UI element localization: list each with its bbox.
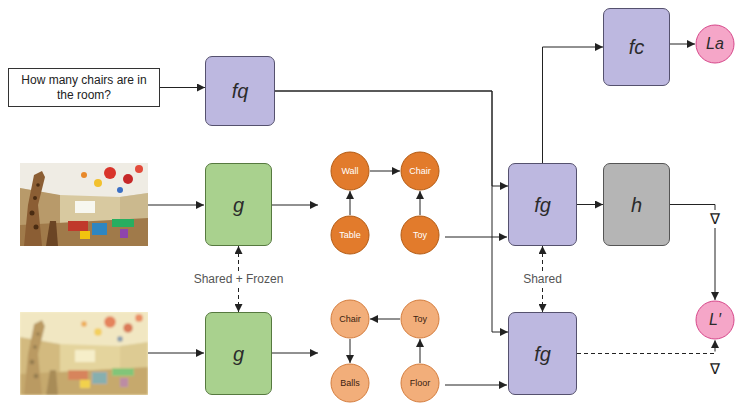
node-label: How many chairs are in the room? bbox=[13, 73, 155, 102]
node-label: fg bbox=[534, 193, 551, 217]
node-label: h bbox=[631, 193, 642, 217]
arrow-connector bbox=[370, 171, 400, 172]
node-label: Balls bbox=[340, 378, 360, 389]
function-box: fg bbox=[508, 312, 577, 395]
graph-node: Floor bbox=[400, 363, 440, 403]
graph-node: Toy bbox=[400, 215, 440, 255]
graph-node: Toy bbox=[400, 299, 440, 339]
node-label: fq bbox=[232, 79, 249, 103]
loss-circle: L′ bbox=[695, 300, 735, 340]
arrow-connector bbox=[670, 44, 695, 45]
arrow-connector bbox=[350, 339, 351, 363]
room-photo-augmented bbox=[20, 312, 148, 395]
graph-node: Chair bbox=[400, 151, 440, 191]
arrow-connector bbox=[420, 339, 421, 363]
illustration-part bbox=[20, 312, 148, 395]
node-label: g bbox=[233, 193, 244, 217]
illustration-part bbox=[148, 205, 204, 206]
edge-label: ∇ bbox=[707, 210, 723, 228]
arrow-connector bbox=[275, 91, 508, 332]
node-label: Wall bbox=[341, 166, 358, 177]
node-label: Chair bbox=[339, 314, 361, 325]
encoder-box: g bbox=[205, 163, 272, 246]
circle-shape bbox=[401, 152, 439, 190]
head-box: h bbox=[603, 163, 670, 246]
circle-shape bbox=[331, 152, 369, 190]
encoder-box: g bbox=[205, 312, 272, 395]
question-box: How many chairs are in the room? bbox=[8, 68, 160, 107]
graph-node: Table bbox=[330, 215, 370, 255]
function-box: fq bbox=[205, 56, 275, 126]
graph-node: Chair bbox=[330, 299, 370, 339]
circle-shape bbox=[401, 300, 439, 338]
node-label: Table bbox=[339, 230, 361, 241]
node-label: Chair bbox=[409, 166, 431, 177]
illustration-part bbox=[20, 312, 148, 395]
node-label: Toy bbox=[413, 230, 427, 241]
illustration-part bbox=[445, 385, 507, 386]
circle-shape bbox=[401, 364, 439, 402]
circle-shape bbox=[696, 25, 734, 63]
illustration-part bbox=[445, 237, 507, 238]
arrow-connector bbox=[160, 87, 205, 88]
dashed-connector bbox=[577, 340, 715, 354]
illustration-part bbox=[20, 163, 148, 246]
node-label: L′ bbox=[709, 310, 721, 329]
arrow-connector bbox=[577, 204, 603, 205]
edge-label: ∇ bbox=[707, 360, 723, 378]
arrow-connector bbox=[275, 91, 508, 186]
arrow-connector bbox=[370, 319, 400, 320]
node-label: fg bbox=[534, 342, 551, 366]
arrow-connector bbox=[543, 47, 604, 163]
illustration-part bbox=[272, 205, 318, 206]
edge-label: Shared bbox=[520, 272, 565, 286]
illustration-part bbox=[20, 312, 148, 395]
node-label: g bbox=[233, 342, 244, 366]
node-label: Floor bbox=[410, 378, 431, 389]
illustration-part bbox=[272, 353, 318, 354]
arrow-connector bbox=[420, 191, 421, 215]
flow-arrows bbox=[148, 205, 507, 385]
circle-shape bbox=[331, 216, 369, 254]
circle-shape bbox=[696, 301, 734, 339]
node-label: Toy bbox=[413, 314, 427, 325]
node-label: fc bbox=[629, 35, 645, 59]
function-box: fc bbox=[603, 8, 670, 86]
circle-shape bbox=[331, 300, 369, 338]
room-photo bbox=[20, 163, 148, 246]
illustration-part bbox=[148, 353, 204, 354]
node-label: La bbox=[706, 34, 724, 53]
function-box: fg bbox=[508, 163, 577, 246]
graph-node: Balls bbox=[330, 363, 370, 403]
arrow-connector bbox=[350, 191, 351, 215]
edge-label: Shared + Frozen bbox=[191, 272, 287, 286]
circle-shape bbox=[331, 364, 369, 402]
loss-circle: La bbox=[695, 24, 735, 64]
graph-node: Wall bbox=[330, 151, 370, 191]
circle-shape bbox=[401, 216, 439, 254]
